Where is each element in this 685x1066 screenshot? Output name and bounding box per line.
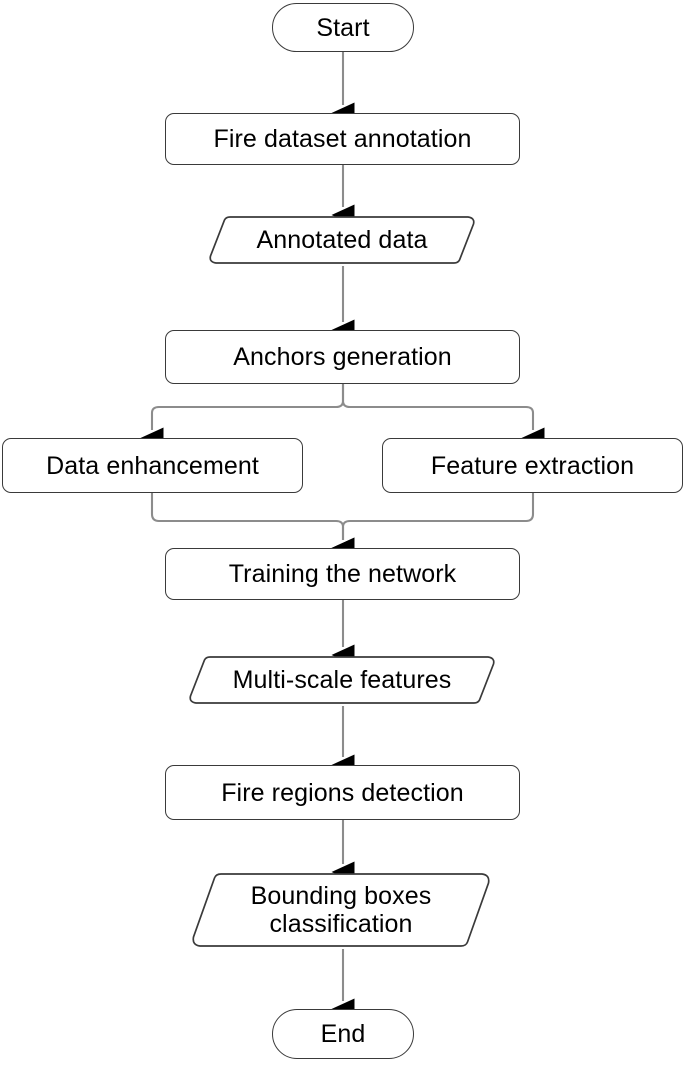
edge-feature-to-training	[331, 493, 535, 559]
node-multi-scale-features-label: Multi-scale features	[232, 666, 452, 694]
parallelogram-shape	[189, 656, 495, 704]
node-fire-dataset-annotation[interactable]: Fire dataset annotation	[165, 113, 520, 165]
edge-anchors-to-dataenh	[140, 384, 345, 449]
node-fire-regions-detection[interactable]: Fire regions detection	[165, 765, 520, 820]
node-end[interactable]: End	[272, 1009, 414, 1059]
node-start[interactable]: Start	[272, 3, 414, 52]
node-end-label: End	[320, 1020, 366, 1048]
node-feature-extraction-label: Feature extraction	[430, 451, 635, 480]
node-anchors-generation-label: Anchors generation	[233, 343, 452, 371]
node-fire-dataset-annotation-label: Fire dataset annotation	[213, 125, 472, 153]
node-feature-extraction[interactable]: Feature extraction	[382, 438, 683, 493]
node-training-the-network[interactable]: Training the network	[165, 548, 520, 600]
node-bounding-boxes-classification[interactable]: Bounding boxes classification	[191, 871, 491, 949]
edge-dataenh-to-training	[150, 493, 355, 559]
node-annotated-data-label: Annotated data	[256, 226, 428, 254]
node-data-enhancement[interactable]: Data enhancement	[2, 438, 303, 493]
node-anchors-generation[interactable]: Anchors generation	[165, 330, 520, 384]
parallelogram-shape	[209, 216, 475, 264]
node-start-label: Start	[316, 13, 370, 42]
edge-anchors-to-feature	[341, 384, 545, 449]
parallelogram-shape	[192, 873, 490, 947]
node-multi-scale-features[interactable]: Multi-scale features	[188, 654, 496, 706]
node-training-the-network-label: Training the network	[228, 560, 457, 588]
node-annotated-data[interactable]: Annotated data	[208, 214, 476, 266]
node-fire-regions-detection-label: Fire regions detection	[221, 778, 464, 807]
node-data-enhancement-label: Data enhancement	[46, 451, 259, 480]
node-bounding-boxes-classification-label: Bounding boxes classification	[250, 882, 432, 938]
